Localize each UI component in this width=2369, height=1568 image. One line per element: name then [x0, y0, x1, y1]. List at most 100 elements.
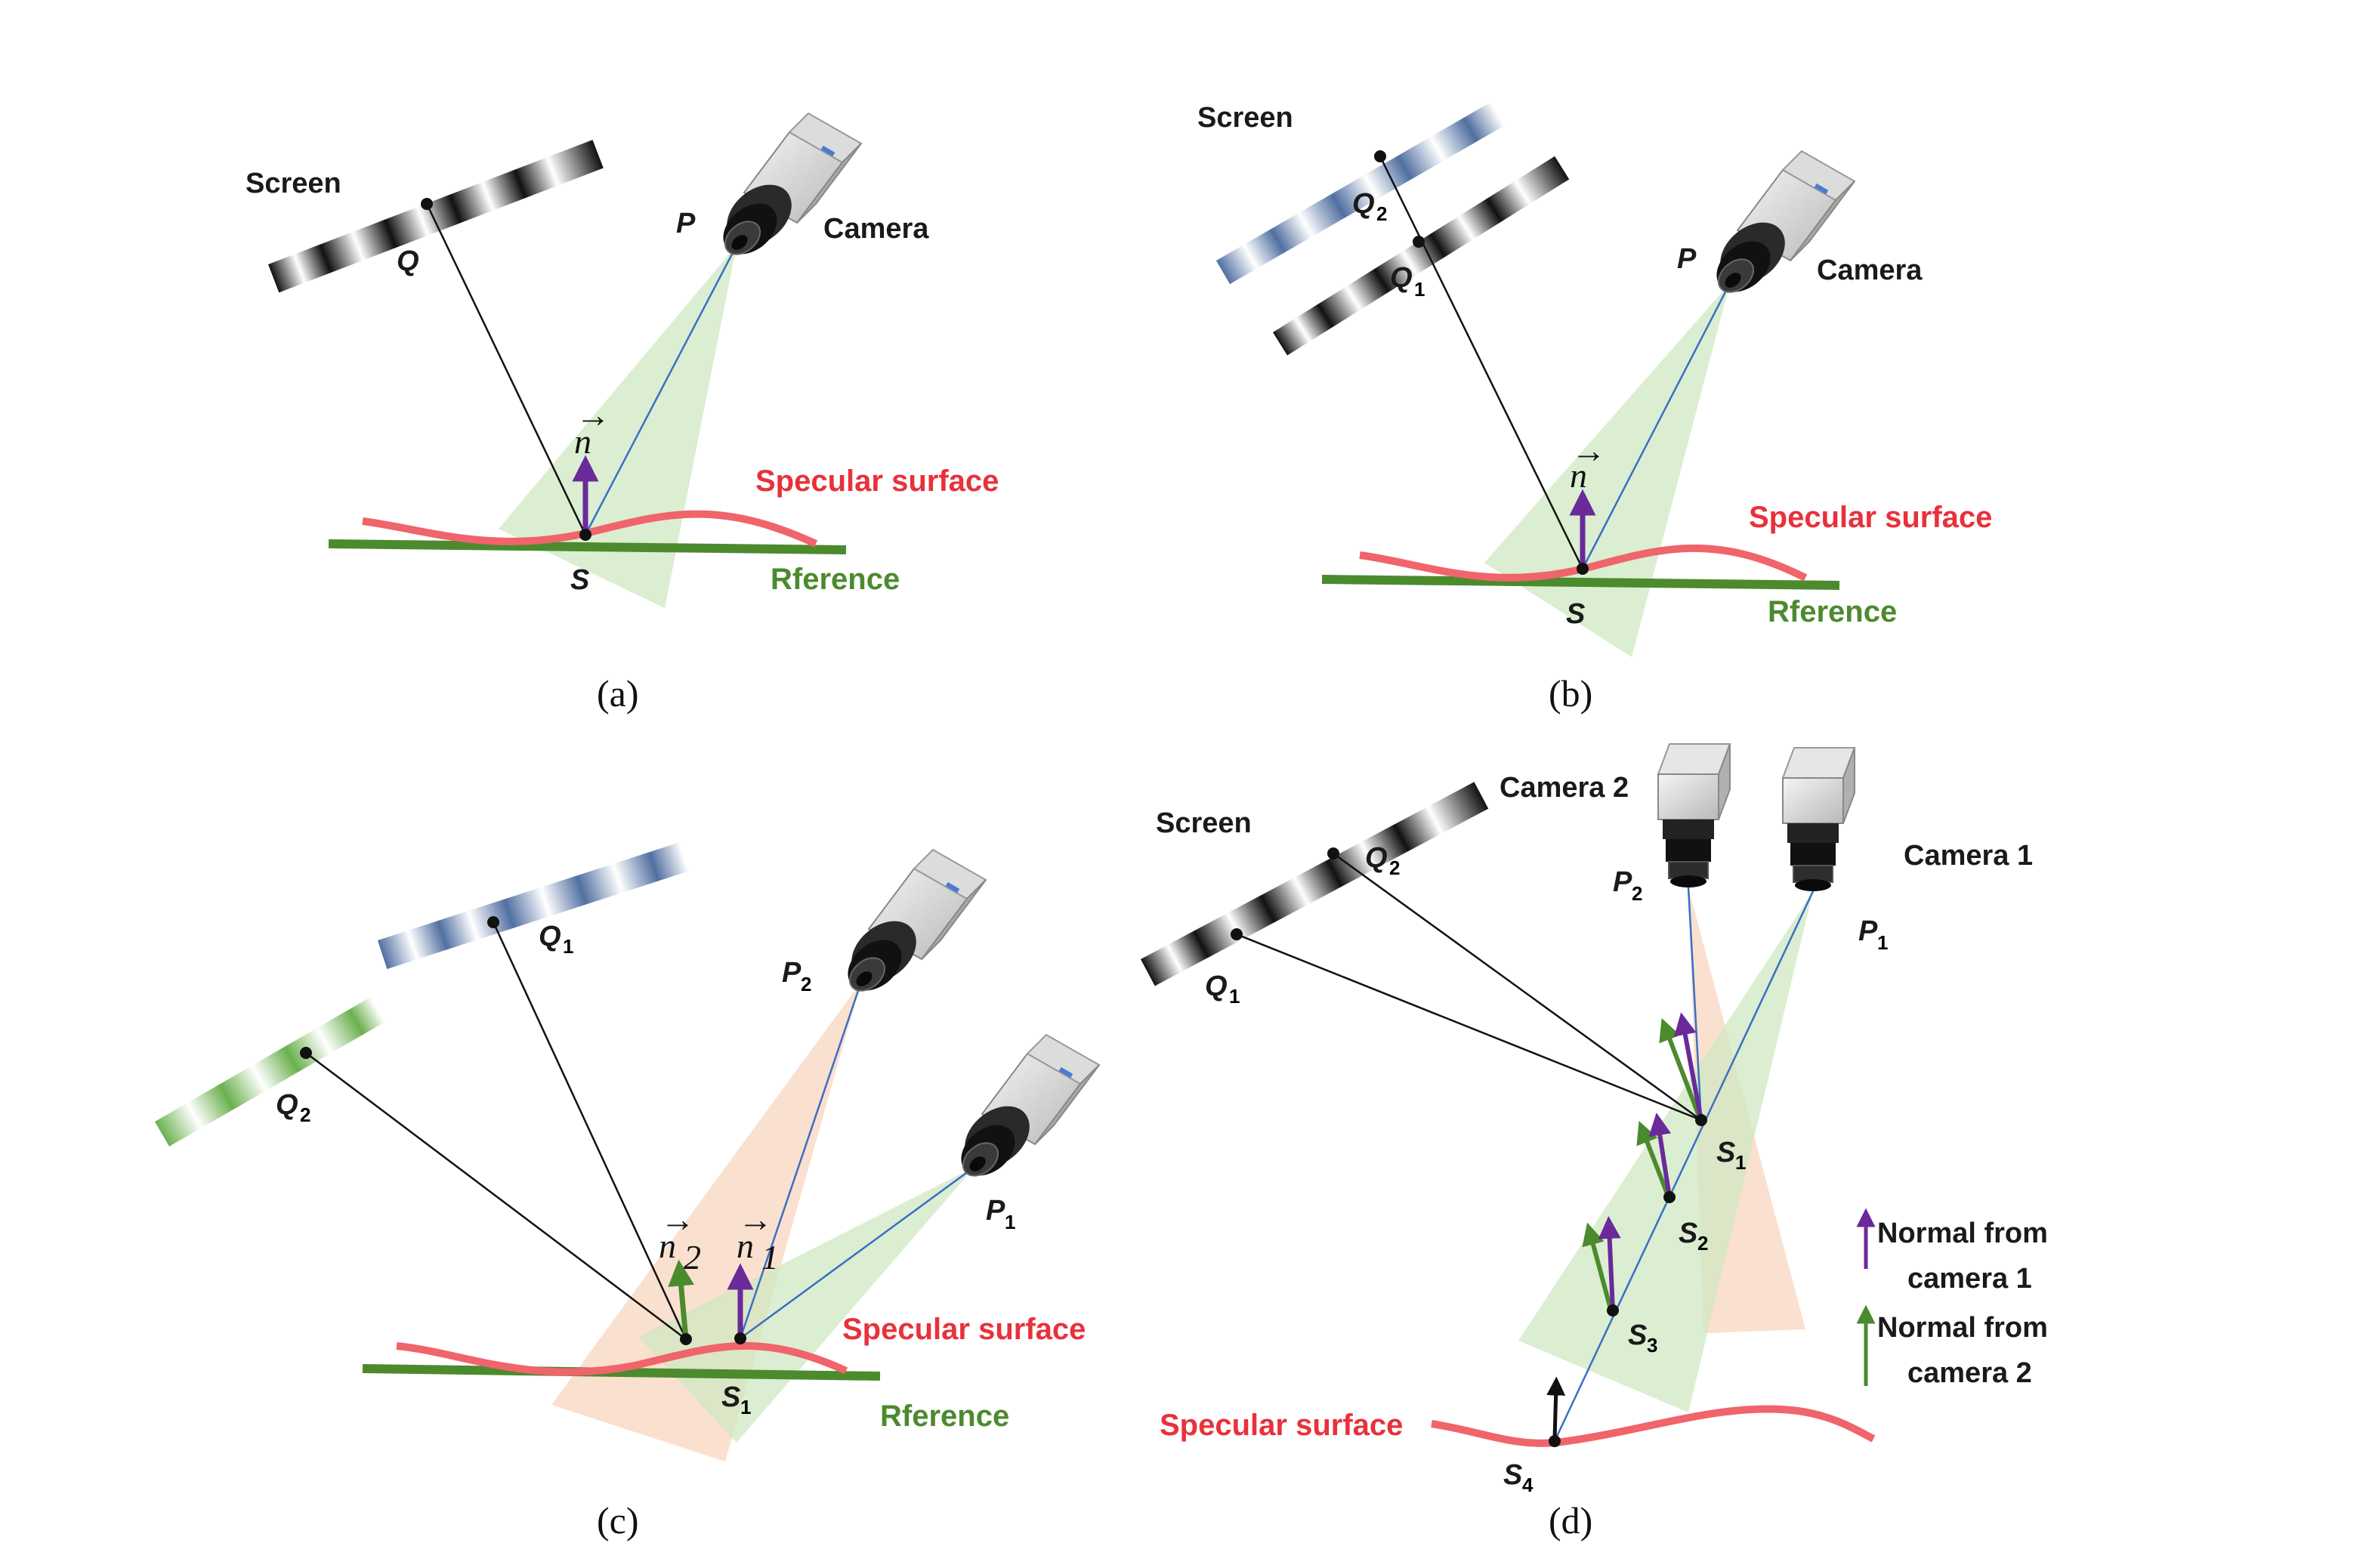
- panel-b: Screen Camera P Q 2 Q 1 S n → Specular s…: [1197, 102, 1992, 715]
- label-s3: S 3: [1628, 1320, 1657, 1357]
- label-q2: Q 2: [1365, 842, 1400, 879]
- screen: [268, 140, 604, 293]
- normal-cam2-s3: [1582, 1222, 1613, 1310]
- point-s3: [1607, 1304, 1619, 1316]
- camera2-label: Camera 2: [1500, 772, 1629, 804]
- screen-label: Screen: [246, 168, 341, 199]
- point-s: [579, 529, 591, 541]
- svg-text:Q: Q: [1205, 971, 1228, 1002]
- label-q1: Q 1: [1205, 971, 1240, 1008]
- legend-line1a: Normal from: [1877, 1218, 2048, 1249]
- caption-a: (a): [597, 672, 639, 715]
- normal-vector-2: [668, 1259, 695, 1340]
- panel-d: Screen Camera 2 Camera 1 Q 2 Q 1 P 2 P 1…: [1141, 743, 2048, 1542]
- svg-text:1: 1: [1414, 278, 1425, 301]
- ray-p2-s1: [1687, 887, 1703, 1121]
- caption-c: (c): [597, 1499, 639, 1542]
- specular-label: Specular surface: [755, 465, 999, 498]
- point-s: [1577, 563, 1589, 575]
- camera1-label: Camera 1: [1904, 840, 2033, 872]
- caption-b: (b): [1549, 672, 1592, 715]
- screen-q1: [378, 842, 689, 970]
- screen-q2: [155, 997, 385, 1147]
- normal-label-arrow: →: [1571, 431, 1606, 470]
- normal-label: n: [574, 422, 591, 461]
- label-q1: Q 1: [1390, 262, 1425, 301]
- svg-text:Q: Q: [1352, 188, 1375, 220]
- normal-cam2-s1: [1659, 1017, 1702, 1119]
- specular-surface-curve: [396, 1341, 848, 1376]
- svg-text:2: 2: [1632, 882, 1642, 905]
- ray-q1-s: [492, 921, 687, 1340]
- svg-text:1: 1: [740, 1396, 751, 1418]
- normal-s4: [1546, 1376, 1566, 1440]
- camera-2-icon: [1657, 743, 1731, 888]
- label-s1: S 1: [1716, 1137, 1746, 1174]
- point-q2: [1327, 847, 1339, 860]
- screen-2: [1216, 102, 1505, 285]
- svg-text:2: 2: [1697, 1232, 1708, 1255]
- svg-text:P: P: [986, 1195, 1005, 1227]
- label-q1: Q 1: [539, 921, 573, 958]
- specular-label: Specular surface: [1160, 1409, 1403, 1442]
- svg-text:2: 2: [1376, 202, 1387, 225]
- svg-text:2: 2: [801, 973, 811, 995]
- camera2-field-of-view: [551, 982, 861, 1462]
- panel-a: Screen Camera P Q S n → Specular surface…: [246, 113, 999, 715]
- svg-text:P: P: [1858, 915, 1878, 947]
- svg-text:S: S: [1628, 1320, 1647, 1351]
- svg-text:S: S: [1503, 1459, 1522, 1491]
- label-p: P: [1677, 243, 1697, 275]
- ray-q1-s1: [1236, 933, 1702, 1122]
- specular-label: Specular surface: [842, 1313, 1086, 1346]
- ray-q-s: [425, 203, 587, 536]
- label-p2: P 2: [1613, 866, 1642, 905]
- svg-text:S: S: [1679, 1218, 1697, 1249]
- svg-text:→: →: [660, 1200, 695, 1239]
- camera-1-icon: [950, 1034, 1100, 1187]
- reference-plane: [362, 1364, 881, 1381]
- point-s2: [1663, 1191, 1676, 1203]
- ray-q2-s: [305, 1052, 687, 1340]
- reference-label: Rference: [771, 563, 900, 596]
- point-s4: [1549, 1435, 1561, 1447]
- label-p: P: [676, 208, 696, 239]
- svg-text:→: →: [738, 1200, 773, 1239]
- label-s2: S 2: [1679, 1218, 1708, 1255]
- camera-field-of-view: [1484, 283, 1730, 657]
- svg-text:P: P: [1613, 866, 1632, 898]
- svg-text:Q: Q: [1365, 842, 1388, 874]
- point-q1: [1413, 236, 1425, 248]
- point-q1: [487, 916, 499, 928]
- label-s1: S 1: [721, 1381, 751, 1418]
- normal-cam1-s1: [1674, 1012, 1703, 1121]
- reference-plane: [1321, 575, 1840, 590]
- caption-d: (d): [1549, 1499, 1592, 1542]
- screen-label: Screen: [1197, 102, 1293, 134]
- ray-s-p1: [740, 1165, 975, 1340]
- label-q2: Q 2: [276, 1089, 310, 1126]
- camera1-field-of-view: [1518, 891, 1813, 1412]
- ray-q-s: [1379, 156, 1584, 569]
- svg-text:2: 2: [1389, 857, 1400, 879]
- reference-label: Rference: [1768, 595, 1897, 628]
- ray-s-p: [1581, 282, 1731, 569]
- normal-cam2-s2: [1636, 1121, 1670, 1197]
- normal-label-2: n → 2: [659, 1200, 701, 1276]
- label-s: S: [570, 564, 589, 596]
- svg-text:n: n: [659, 1227, 676, 1265]
- legend-line1b: camera 1: [1907, 1263, 2032, 1295]
- reference-label: Rference: [880, 1400, 1009, 1433]
- svg-text:Q: Q: [539, 921, 561, 952]
- point-q: [421, 198, 433, 210]
- svg-text:1: 1: [1005, 1211, 1015, 1233]
- reference-plane: [328, 539, 847, 554]
- svg-text:n: n: [737, 1227, 754, 1265]
- svg-text:Q: Q: [1390, 262, 1413, 294]
- camera-label: Camera: [823, 213, 929, 245]
- ray-p1-s4: [1553, 890, 1815, 1442]
- svg-text:2: 2: [684, 1238, 701, 1276]
- normal-label: n: [1570, 456, 1587, 495]
- normal-label-1: n → 1: [737, 1200, 779, 1276]
